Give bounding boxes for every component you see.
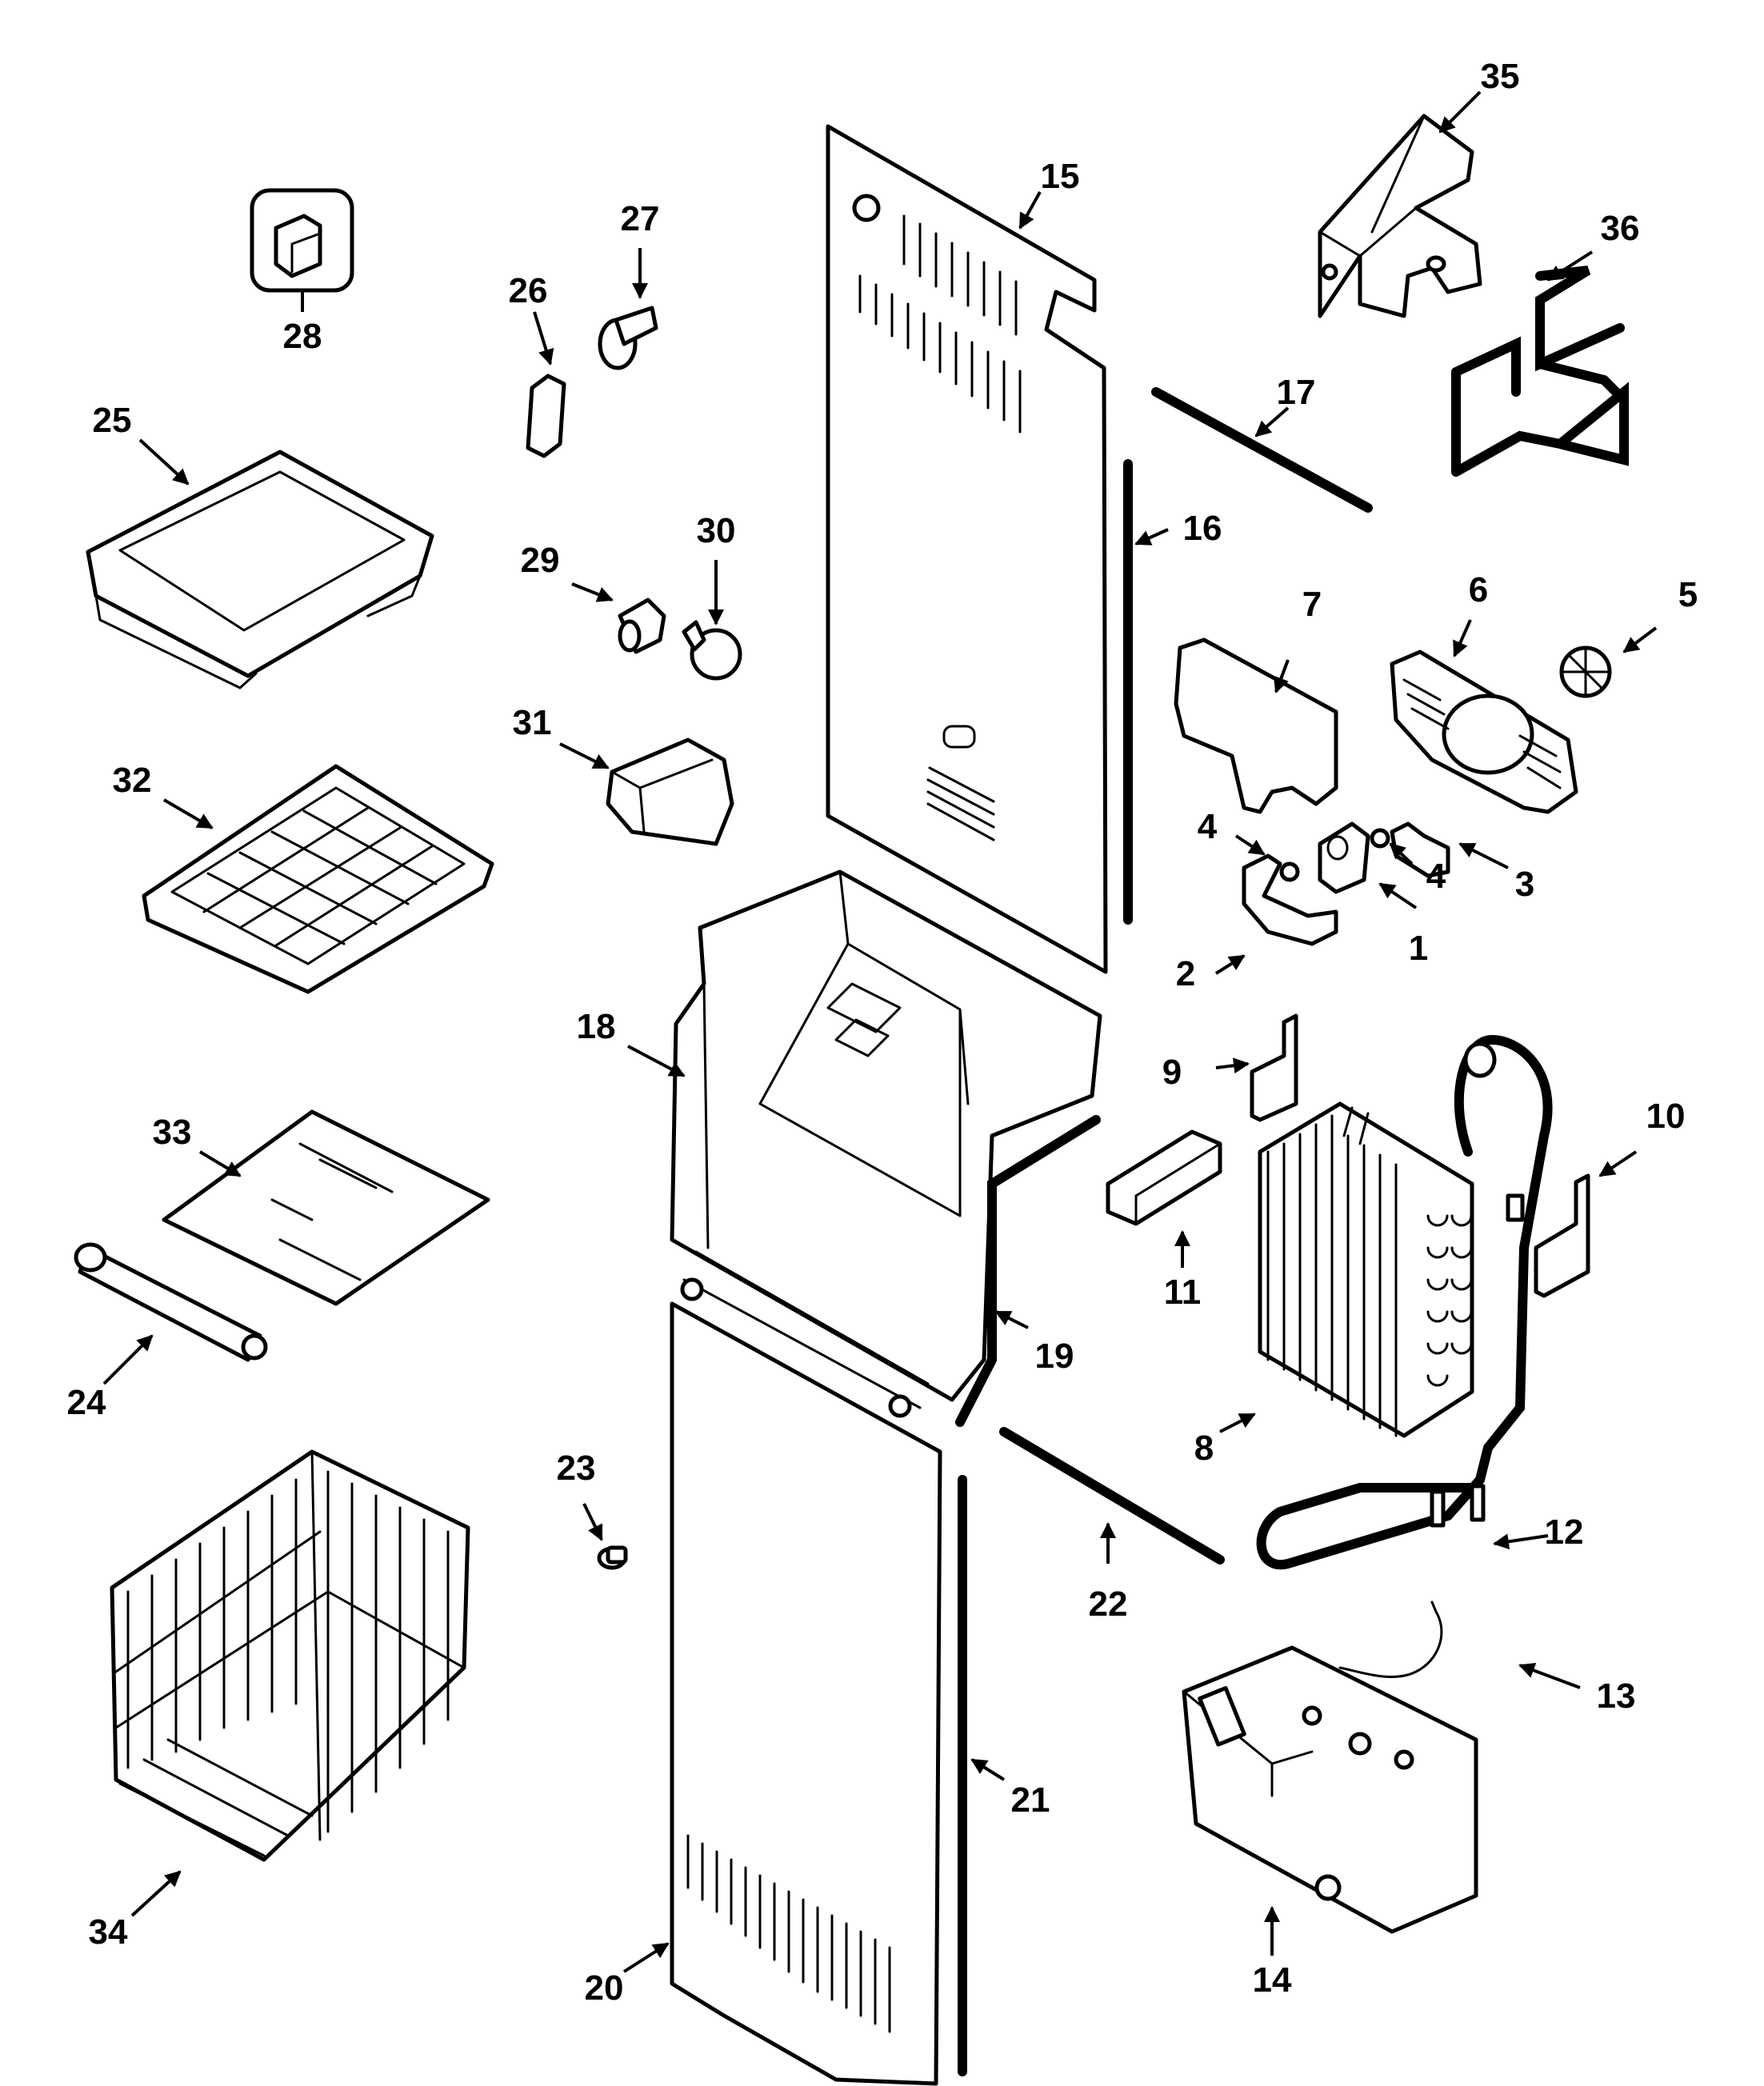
callout-36: 36: [1601, 209, 1640, 248]
callout-16: 16: [1183, 509, 1222, 548]
part-4-nut-a: [1279, 861, 1300, 882]
part-25-tray: [86, 450, 434, 689]
callout-30: 30: [697, 511, 736, 550]
callout-19: 19: [1035, 1337, 1074, 1376]
part-11-block: [1106, 1129, 1222, 1226]
part-33-glass: [162, 1109, 490, 1306]
part-36-wire-frame: [1451, 266, 1629, 477]
callout-17: 17: [1277, 373, 1316, 412]
callout-4b: 4: [1426, 857, 1446, 896]
part-27-pin: [598, 306, 658, 370]
part-4-nut-b: [1370, 828, 1390, 849]
part-20-lower-panel: [670, 1301, 942, 2086]
part-18-duct: [670, 869, 1102, 1418]
callout-33: 33: [153, 1113, 192, 1152]
callout-4a: 4: [1198, 807, 1218, 846]
callout-26: 26: [509, 271, 548, 310]
part-29-socket: [618, 597, 666, 654]
part-34-basket: [110, 1449, 470, 1862]
callout-20: 20: [585, 1968, 624, 2008]
part-12-heater: [1256, 1034, 1553, 1570]
callout-10: 10: [1646, 1097, 1686, 1136]
part-30-bulb: [682, 620, 742, 681]
part-17-strip: [1151, 387, 1373, 513]
callout-2: 2: [1176, 954, 1195, 993]
part-23-screw: [597, 1545, 628, 1570]
callout-23: 23: [557, 1449, 596, 1488]
callout-22: 22: [1089, 1584, 1128, 1624]
callout-29: 29: [521, 541, 560, 580]
callout-28: 28: [283, 317, 322, 356]
part-1-motor: [1318, 821, 1370, 894]
callout-3: 3: [1515, 865, 1534, 904]
part-24-roller: [74, 1242, 268, 1362]
leader-arrows: [102, 90, 1658, 1973]
part-14-drain-pan: [1182, 1645, 1478, 1934]
callout-7: 7: [1302, 585, 1322, 624]
part-31-shield: [606, 737, 734, 846]
part-5-fan-blade: [1559, 645, 1612, 698]
part-13-clip: [1338, 1600, 1443, 1678]
callout-8: 8: [1194, 1429, 1214, 1468]
callout-21: 21: [1011, 1780, 1050, 1820]
part-28-bracket: [250, 188, 354, 293]
part-15-upper-panel: [826, 124, 1108, 974]
callout-25: 25: [93, 401, 132, 440]
callout-12: 12: [1545, 1513, 1584, 1552]
callout-27: 27: [621, 199, 660, 238]
part-26-pad: [526, 374, 566, 458]
callout-24: 24: [67, 1383, 106, 1422]
callout-14: 14: [1253, 1960, 1292, 2000]
part-7-gasket: [1174, 637, 1338, 814]
part-2-bracket: [1242, 853, 1338, 946]
callout-6: 6: [1469, 570, 1488, 609]
callout-32: 32: [113, 761, 152, 800]
callout-1: 1: [1409, 929, 1428, 968]
part-10-bracket: [1534, 1173, 1590, 1298]
callout-labels: 1 2 3 4 4 5 6 7 8 9 10 11 12 13 14 15 16…: [67, 57, 1698, 2008]
part-6-fan-cover: [1390, 649, 1578, 814]
callout-34: 34: [89, 1912, 128, 1952]
callout-13: 13: [1597, 1676, 1636, 1716]
callout-18: 18: [577, 1007, 616, 1046]
callout-5: 5: [1678, 575, 1698, 614]
callout-9: 9: [1162, 1053, 1182, 1092]
part-35-bracket: [1318, 114, 1482, 318]
part-9-bracket: [1250, 1013, 1298, 1122]
callout-15: 15: [1041, 157, 1080, 196]
callout-35: 35: [1481, 57, 1520, 96]
callout-31: 31: [513, 703, 552, 742]
part-8-evaporator: [1258, 1101, 1474, 1438]
part-22-strip: [999, 1427, 1225, 1564]
callout-11: 11: [1164, 1273, 1202, 1312]
part-32-grid: [142, 764, 494, 994]
part-19-strip: [955, 1115, 1101, 1427]
